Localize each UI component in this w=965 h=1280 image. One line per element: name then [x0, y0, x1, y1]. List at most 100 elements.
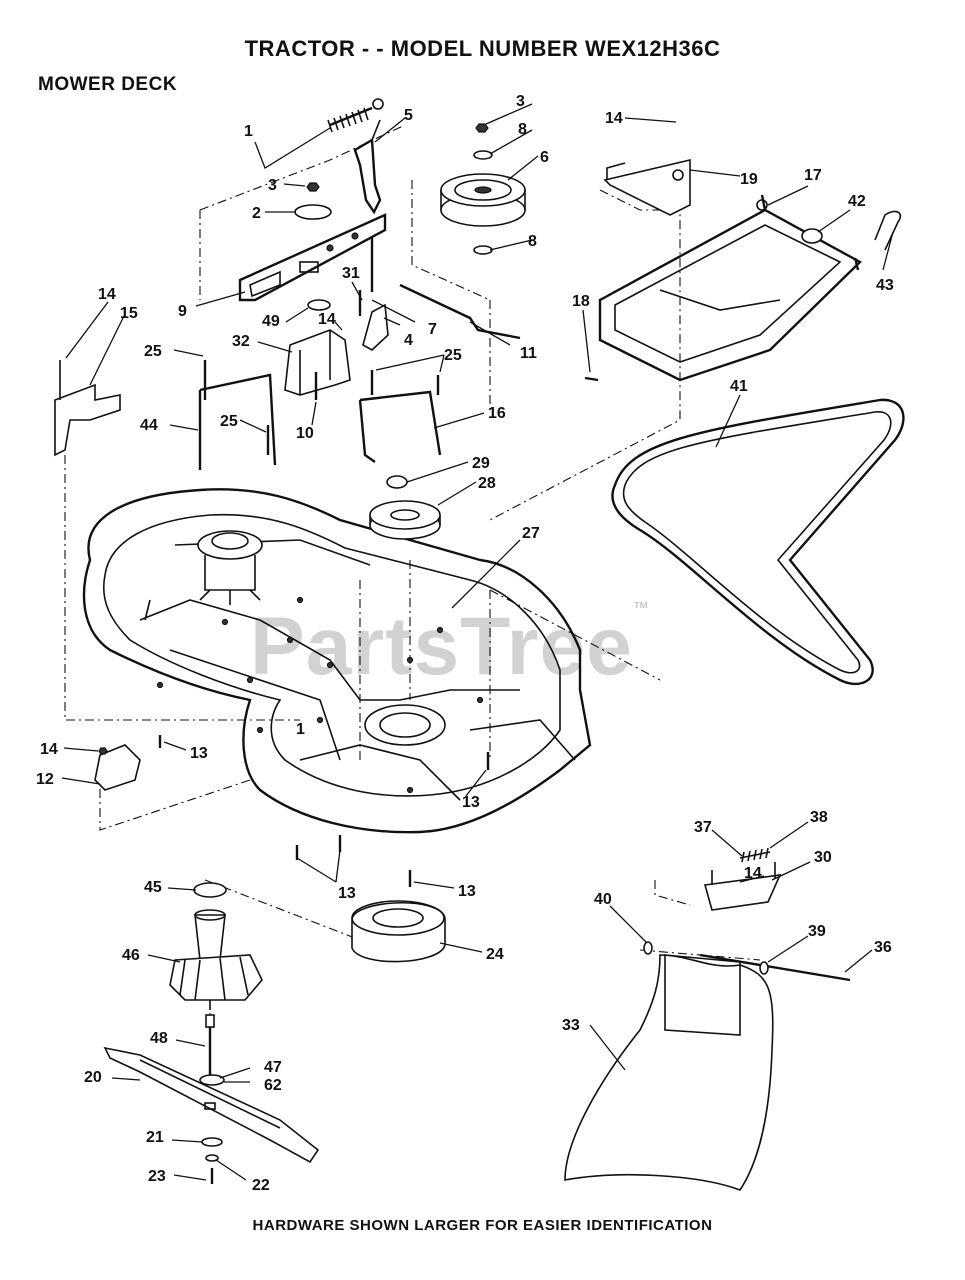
callout-1-deck: 1: [296, 721, 305, 738]
callout-21: 21: [146, 1129, 164, 1146]
belt-guide-bracket: [284, 329, 351, 400]
callout-16: 16: [488, 405, 506, 422]
callout-17: 17: [804, 167, 822, 184]
control-rod: [399, 283, 521, 340]
callout-13-b: 13: [462, 794, 480, 811]
callout-25-a: 25: [144, 343, 162, 360]
spindle-assembly: [169, 882, 263, 1010]
callout-5: 5: [404, 107, 413, 124]
chute-deflector-frame: [598, 158, 862, 382]
callout-numbers: 1 1 2 3 3 4 5 6 7 8 8 9 10 11 12 13 13 1…: [36, 93, 894, 1194]
section-title: MOWER DECK: [38, 74, 178, 95]
callout-42: 42: [848, 193, 866, 210]
callout-1: 1: [244, 123, 253, 140]
hex-nut: [306, 182, 320, 192]
callout-13-a: 13: [190, 745, 208, 762]
callout-62: 62: [264, 1077, 282, 1094]
cotter-pin: [584, 376, 599, 382]
rod-washer-right: [759, 961, 769, 975]
rear-bracket: [94, 744, 141, 791]
callout-4: 4: [404, 332, 413, 349]
callout-13-d: 13: [458, 883, 476, 900]
callout-15: 15: [120, 305, 138, 322]
mower-blade: [103, 1046, 320, 1164]
pivot-bracket: [362, 303, 389, 351]
callout-2: 2: [252, 205, 261, 222]
callout-13-c: 13: [338, 885, 356, 902]
callout-3-right: 3: [516, 93, 525, 110]
mower-deck-housing: [82, 488, 592, 834]
callout-40: 40: [594, 891, 612, 908]
callout-14-b: 14: [318, 311, 336, 328]
idler-pulley: [440, 123, 526, 255]
callout-43: 43: [876, 277, 894, 294]
callout-22: 22: [252, 1177, 270, 1194]
callout-9: 9: [178, 303, 187, 320]
drive-pulley: [369, 475, 441, 540]
spacer-washer: [801, 228, 823, 244]
callout-25-c: 25: [220, 413, 238, 430]
callout-29: 29: [472, 455, 490, 472]
callout-27: 27: [522, 525, 540, 542]
callout-18: 18: [572, 293, 590, 310]
callout-8-top: 8: [518, 121, 527, 138]
assembly-guide-lines: [64, 124, 761, 1080]
hex-nut-rear: [98, 747, 108, 755]
page-title: TRACTOR - - MODEL NUMBER WEX12H36C: [244, 36, 721, 61]
callout-23: 23: [148, 1168, 166, 1185]
callout-10: 10: [296, 425, 314, 442]
watermark-trademark: ™: [632, 600, 650, 617]
callout-14-a: 14: [98, 286, 116, 303]
deck-bolts: [158, 735, 490, 887]
belt-guide-left: [198, 360, 277, 470]
idler-washer: [294, 204, 332, 220]
callout-3-left: 3: [268, 177, 277, 194]
callout-11: 11: [520, 345, 537, 362]
callout-48: 48: [150, 1030, 168, 1047]
callout-38: 38: [810, 809, 828, 826]
callout-39: 39: [808, 923, 826, 940]
idler-lever: [353, 119, 382, 215]
callout-7: 7: [428, 321, 437, 338]
callout-31: 31: [342, 265, 360, 282]
callout-19: 19: [740, 171, 758, 188]
callout-leaders: [61, 103, 894, 1181]
callout-12: 12: [36, 771, 54, 788]
callout-14-d: 14: [40, 741, 58, 758]
flat-washer: [307, 299, 331, 311]
callout-24: 24: [486, 946, 504, 963]
callout-14-c: 14: [605, 110, 623, 127]
side-bracket: [54, 360, 121, 457]
tension-spring: [327, 98, 384, 133]
blade-washer: [201, 1137, 223, 1147]
grass-bag: [564, 954, 774, 1191]
hairpin-clip: [874, 210, 902, 251]
rod-washer-left: [643, 941, 653, 955]
callout-37: 37: [694, 819, 712, 836]
chute-door: [703, 862, 782, 911]
drive-belt: [611, 398, 905, 686]
callout-41: 41: [730, 378, 748, 395]
watermark-text: PartsTree: [250, 601, 633, 692]
callout-28: 28: [478, 475, 496, 492]
callout-30: 30: [814, 849, 832, 866]
callout-32: 32: [232, 333, 250, 350]
callout-46: 46: [122, 947, 140, 964]
callout-36: 36: [874, 939, 892, 956]
callout-44: 44: [140, 417, 158, 434]
blade-shaft: [199, 1014, 225, 1086]
callout-20: 20: [84, 1069, 102, 1086]
callout-14-e: 14: [744, 865, 762, 882]
callout-6: 6: [540, 149, 549, 166]
baffle-ring: [351, 900, 446, 963]
idler-arm-bracket: [238, 213, 387, 302]
callout-49: 49: [262, 313, 280, 330]
callout-45: 45: [144, 879, 162, 896]
door-spring: [739, 847, 771, 863]
watermark: PartsTree™: [250, 600, 650, 694]
callout-47: 47: [264, 1059, 282, 1076]
lock-washer: [205, 1154, 219, 1162]
footer-note: HARDWARE SHOWN LARGER FOR EASIER IDENTIF…: [252, 1217, 713, 1234]
